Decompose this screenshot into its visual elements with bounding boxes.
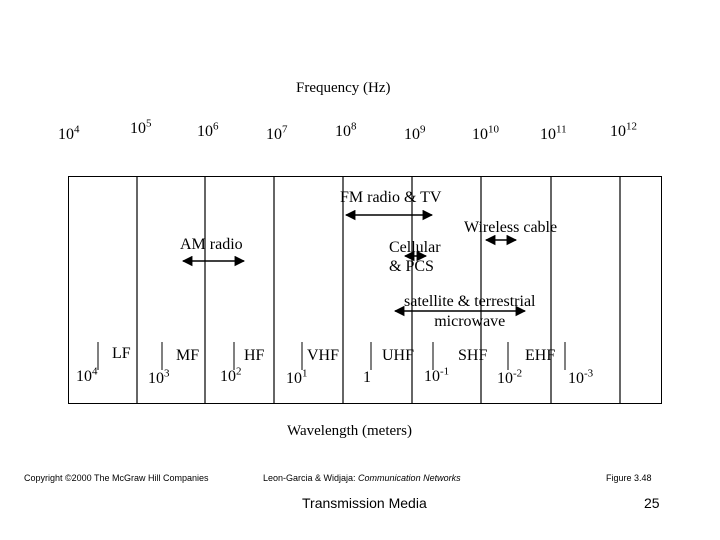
band-mf: MF xyxy=(176,347,200,364)
band-shf: SHF xyxy=(458,347,488,364)
band-lf: LF xyxy=(112,345,131,362)
frequency-tick-1e12: 1012 xyxy=(610,120,637,140)
frequency-tick-1e9: 109 xyxy=(404,123,426,143)
band-ehf: EHF xyxy=(525,347,556,364)
wavelength-axis-title: Wavelength (meters) xyxy=(287,423,412,439)
wavelength-tick-1e-1: 10-1 xyxy=(424,365,450,385)
frequency-tick-1e8: 108 xyxy=(335,120,357,140)
wavelength-tick-1e-2: 10-2 xyxy=(497,367,523,387)
frequency-tick-1e5: 105 xyxy=(130,117,152,137)
page-number: 25 xyxy=(644,495,660,511)
satellite-microwave-label: satellite & terrestrial microwave xyxy=(404,293,536,330)
wavelength-tick-1e2: 102 xyxy=(220,365,242,385)
spectrum-box xyxy=(68,176,662,404)
wavelength-tick-1: 1 xyxy=(363,369,371,386)
wavelength-tick-1e4: 104 xyxy=(76,365,98,385)
frequency-tick-1e10: 1010 xyxy=(472,123,499,143)
wavelength-tick-1e-3: 10-3 xyxy=(568,367,594,387)
copyright-text: Copyright ©2000 The McGraw Hill Companie… xyxy=(24,473,209,483)
frequency-tick-1e11: 1011 xyxy=(540,123,567,143)
frequency-axis-title: Frequency (Hz) xyxy=(296,80,391,96)
am-radio-label: AM radio xyxy=(180,236,243,253)
citation-text: Leon-Garcia & Widjaja: Communication Net… xyxy=(263,473,461,483)
cellular-pcs-label: Cellular & PCS xyxy=(389,239,441,275)
frequency-tick-1e4: 104 xyxy=(58,123,80,143)
frequency-tick-1e6: 106 xyxy=(197,120,219,140)
wireless-cable-label: Wireless cable xyxy=(464,219,558,236)
fm-radio-label: FM radio & TV xyxy=(340,189,442,206)
wavelength-tick-1e1: 101 xyxy=(286,367,308,387)
band-uhf: UHF xyxy=(382,347,415,364)
section-title: Transmission Media xyxy=(302,495,427,511)
wavelength-tick-1e3: 103 xyxy=(148,367,170,387)
figure-number: Figure 3.48 xyxy=(606,473,652,483)
band-hf: HF xyxy=(244,347,265,364)
frequency-tick-1e7: 107 xyxy=(266,123,288,143)
band-vhf: VHF xyxy=(307,347,340,364)
